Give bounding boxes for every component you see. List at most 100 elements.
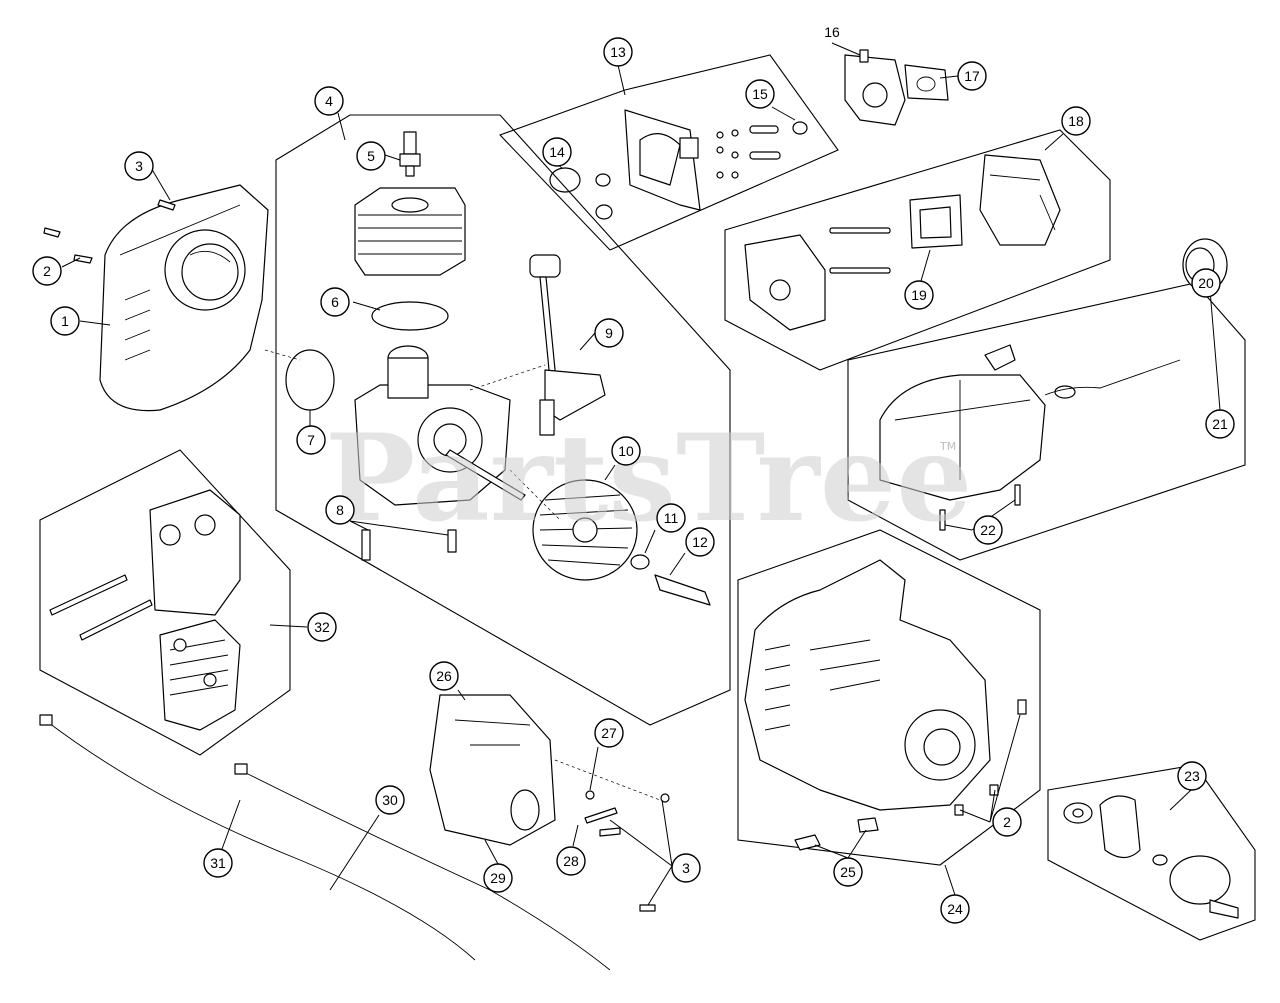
callout-17[interactable]: 17 <box>957 61 987 91</box>
pin-part[interactable] <box>654 574 711 606</box>
callout-label: 23 <box>1184 768 1200 784</box>
callout-15[interactable]: 15 <box>745 79 775 109</box>
callout-label: 11 <box>664 510 679 526</box>
air-filter-panel <box>724 129 1111 371</box>
callout-22[interactable]: 22 <box>973 515 1003 545</box>
engine-assembly-panel <box>275 114 731 726</box>
carburetor-bracket-part[interactable] <box>624 109 701 211</box>
callout-30[interactable]: 30 <box>375 785 405 815</box>
throttle-lever-part[interactable] <box>529 254 606 436</box>
fan-housing-part[interactable] <box>99 184 269 412</box>
callout-label: 21 <box>1212 416 1228 432</box>
callout-label: 2 <box>1003 814 1011 830</box>
callout-16: 16 <box>824 24 840 40</box>
callout-2a[interactable]: 2 <box>32 256 62 286</box>
callout-20[interactable]: 20 <box>1191 268 1221 298</box>
callout-28[interactable]: 28 <box>556 846 586 876</box>
carburetor-part[interactable] <box>844 49 906 126</box>
shroud-clip-part[interactable] <box>794 817 879 851</box>
callout-13[interactable]: 13 <box>603 37 633 67</box>
callout-12[interactable]: 12 <box>685 527 715 557</box>
callout-label: 2 <box>43 263 51 279</box>
cylinder-gasket-part[interactable] <box>371 301 449 331</box>
callout-label: 22 <box>980 522 996 538</box>
air-filter-part[interactable] <box>909 194 963 249</box>
muffler-bolt-part[interactable] <box>49 574 153 641</box>
spark-plug-part[interactable] <box>399 131 421 177</box>
fuel-tank-part[interactable] <box>879 344 1046 501</box>
engine-shroud-part[interactable] <box>744 559 991 811</box>
air-filter-screw-part[interactable] <box>829 227 891 274</box>
bracket-hardware-part[interactable] <box>549 121 808 220</box>
air-filter-cover-part[interactable] <box>979 154 1061 246</box>
clutch-part[interactable] <box>1063 795 1239 919</box>
callout-label: 24 <box>947 901 963 917</box>
callout-26[interactable]: 26 <box>429 661 459 691</box>
callout-32[interactable]: 32 <box>307 612 337 642</box>
callout-label: 17 <box>964 68 980 84</box>
callout-label: 15 <box>752 86 768 102</box>
cylinder-screw-part[interactable] <box>361 529 457 561</box>
throttle-cable-part[interactable] <box>39 714 611 971</box>
callout-18[interactable]: 18 <box>1061 106 1091 136</box>
callout-9[interactable]: 9 <box>594 318 624 348</box>
callout-label: 27 <box>601 725 617 741</box>
callout-label: 1 <box>61 313 69 329</box>
callout-7[interactable]: 7 <box>296 425 326 455</box>
fuel-line-part[interactable] <box>1044 359 1181 399</box>
callout-14[interactable]: 14 <box>542 137 572 167</box>
crankcase-part[interactable] <box>354 345 526 506</box>
callout-10[interactable]: 10 <box>611 436 641 466</box>
callout-27[interactable]: 27 <box>594 718 624 748</box>
callout-19[interactable]: 19 <box>904 280 934 310</box>
callout-label: 20 <box>1198 275 1214 291</box>
callout-label: 12 <box>692 534 708 550</box>
callout-label: 16 <box>824 24 840 40</box>
flywheel-part[interactable] <box>532 479 638 581</box>
callout-31[interactable]: 31 <box>203 848 233 878</box>
callout-8[interactable]: 8 <box>325 495 355 525</box>
callout-3a[interactable]: 3 <box>124 151 154 181</box>
muffler-panel <box>39 449 291 756</box>
callout-label: 4 <box>325 93 333 109</box>
callout-11[interactable]: 11 <box>656 503 686 533</box>
callout-label: 32 <box>314 619 330 635</box>
callout-3b[interactable]: 3 <box>671 853 701 883</box>
fuel-tank-screw-part[interactable] <box>939 484 1021 531</box>
callout-2b[interactable]: 2 <box>992 807 1022 837</box>
callout-4[interactable]: 4 <box>314 86 344 116</box>
callout-label: 6 <box>331 294 339 310</box>
callout-label: 3 <box>682 860 690 876</box>
air-filter-base-part[interactable] <box>744 234 826 331</box>
callout-5[interactable]: 5 <box>356 141 386 171</box>
callout-23[interactable]: 23 <box>1177 761 1207 791</box>
washer-part[interactable] <box>630 554 650 570</box>
callout-label: 9 <box>605 325 613 341</box>
callout-label: 28 <box>563 853 579 869</box>
callout-label: 5 <box>367 148 375 164</box>
callout-label: 19 <box>911 287 927 303</box>
screw-part[interactable] <box>43 199 176 264</box>
muffler-heat-shield-part[interactable] <box>149 489 241 616</box>
cylinder-part[interactable] <box>354 187 466 276</box>
callout-label: 8 <box>336 502 344 518</box>
callout-25[interactable]: 25 <box>833 857 863 887</box>
o-ring-part[interactable] <box>285 349 335 411</box>
callout-24[interactable]: 24 <box>940 894 970 924</box>
shroud-screw-part[interactable] <box>954 699 1027 816</box>
callout-21[interactable]: 21 <box>1205 409 1235 439</box>
callout-label: 30 <box>382 792 398 808</box>
drive-shaft-housing-part[interactable] <box>429 694 556 846</box>
housing-screw-part[interactable] <box>584 790 670 912</box>
carburetor-gasket-part[interactable] <box>904 64 949 101</box>
watermark-text: PartsTree <box>325 408 972 549</box>
callout-29[interactable]: 29 <box>483 863 513 893</box>
callout-label: 31 <box>210 855 226 871</box>
callout-label: 25 <box>840 864 856 880</box>
muffler-part[interactable] <box>159 619 241 731</box>
callout-6[interactable]: 6 <box>320 287 350 317</box>
callout-1[interactable]: 1 <box>50 306 80 336</box>
callout-label: 13 <box>610 44 626 60</box>
callout-label: 26 <box>436 668 452 684</box>
